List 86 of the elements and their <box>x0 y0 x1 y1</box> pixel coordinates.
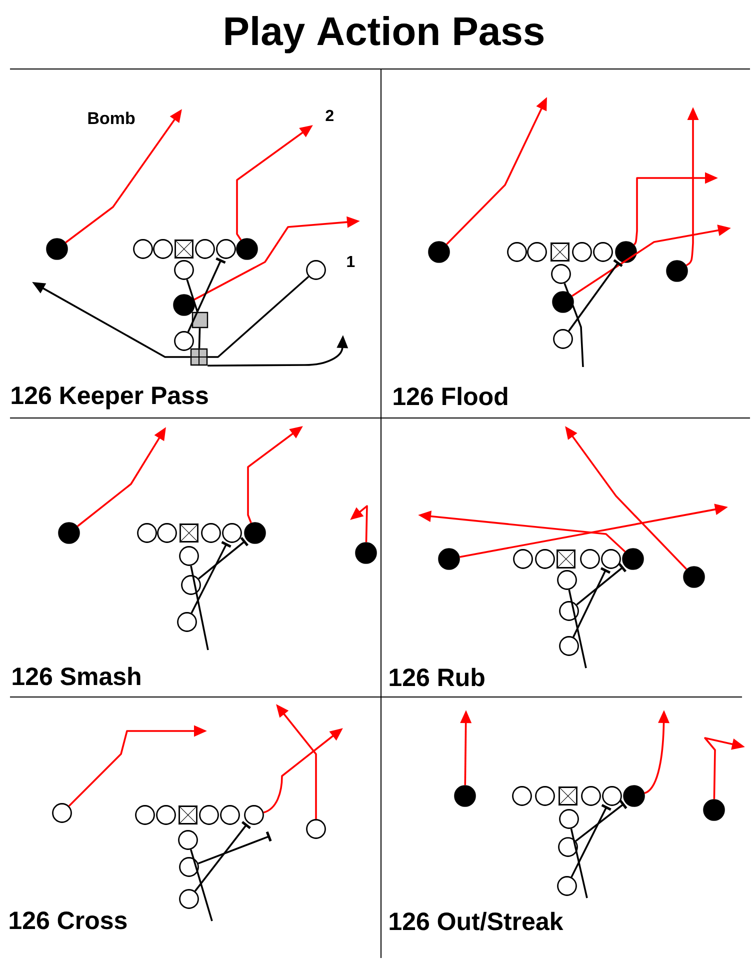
player-circle <box>133 239 153 259</box>
player-circle <box>178 830 198 850</box>
player-circle <box>512 786 532 806</box>
player-dot <box>666 260 688 282</box>
block-line <box>570 804 612 878</box>
player-circle <box>557 876 577 896</box>
play-name: 126 Cross <box>10 912 127 930</box>
play-name: 126 Smash <box>12 666 140 686</box>
player-circle <box>135 805 155 825</box>
player-circle <box>222 523 242 543</box>
player-dot <box>173 294 195 316</box>
player-dot <box>438 548 460 570</box>
player-dot <box>236 238 258 260</box>
player-circle <box>174 260 194 280</box>
player-circle <box>179 857 199 877</box>
player-dot <box>355 542 377 564</box>
center-square <box>550 242 570 262</box>
player-dot <box>615 241 637 263</box>
player-circle <box>602 786 622 806</box>
path-line <box>568 590 587 668</box>
player-circle <box>507 242 527 262</box>
player-circle <box>557 570 577 590</box>
block-line <box>568 259 623 332</box>
player-circle <box>535 786 555 806</box>
player-circle <box>581 786 601 806</box>
player-circle <box>179 889 199 909</box>
player-circle <box>559 809 579 829</box>
player-dot <box>428 241 450 263</box>
callout-number: 1 <box>347 256 355 267</box>
player-dot <box>46 238 68 260</box>
player-circle <box>306 260 326 280</box>
play-name: 126 Out/Streak <box>390 912 564 931</box>
center-square <box>174 239 194 259</box>
player-circle <box>199 805 219 825</box>
center-square <box>179 523 199 543</box>
player-circle <box>601 549 621 569</box>
player-circle <box>553 329 573 349</box>
player-circle <box>137 523 157 543</box>
player-circle <box>174 331 194 351</box>
shaded-square <box>190 348 208 366</box>
play-name: 126 Keeper Pass <box>12 386 208 410</box>
path-line <box>564 283 584 368</box>
play-name: 126 Rub <box>390 668 484 686</box>
player-circle <box>179 546 199 566</box>
player-circle <box>306 819 326 839</box>
center-square <box>558 786 578 806</box>
player-circle <box>177 612 197 632</box>
player-circle <box>153 239 173 259</box>
path-line <box>190 849 213 922</box>
player-circle <box>220 805 240 825</box>
path-line <box>570 828 588 898</box>
player-circle <box>157 523 177 543</box>
block-line <box>194 821 251 892</box>
player-circle <box>195 239 215 259</box>
path-line <box>198 328 201 348</box>
player-dot <box>58 522 80 544</box>
title: Play Action Pass <box>226 16 544 54</box>
path-line <box>186 279 198 312</box>
center-square <box>556 549 576 569</box>
player-circle <box>156 805 176 825</box>
player-dot <box>703 799 725 821</box>
player-dot <box>244 522 266 544</box>
play-name: 126 Flood <box>394 386 508 406</box>
player-circle <box>527 242 547 262</box>
player-circle <box>572 242 592 262</box>
player-dot <box>623 785 645 807</box>
route-label: Bomb <box>88 112 135 124</box>
player-circle <box>201 523 221 543</box>
player-circle <box>513 549 533 569</box>
shaded-square <box>192 312 208 328</box>
center-square <box>178 805 198 825</box>
player-dot <box>552 291 574 313</box>
player-dot <box>454 785 476 807</box>
player-circle <box>244 805 264 825</box>
path-line <box>190 566 209 650</box>
player-circle <box>216 239 236 259</box>
player-dot <box>622 548 644 570</box>
player-circle <box>535 549 555 569</box>
player-circle <box>559 636 579 656</box>
player-circle <box>52 803 72 823</box>
player-dot <box>683 566 705 588</box>
callout-number: 2 <box>326 110 334 121</box>
player-circle <box>551 264 571 284</box>
path-line <box>208 276 310 358</box>
player-circle <box>580 549 600 569</box>
player-circle <box>593 242 613 262</box>
